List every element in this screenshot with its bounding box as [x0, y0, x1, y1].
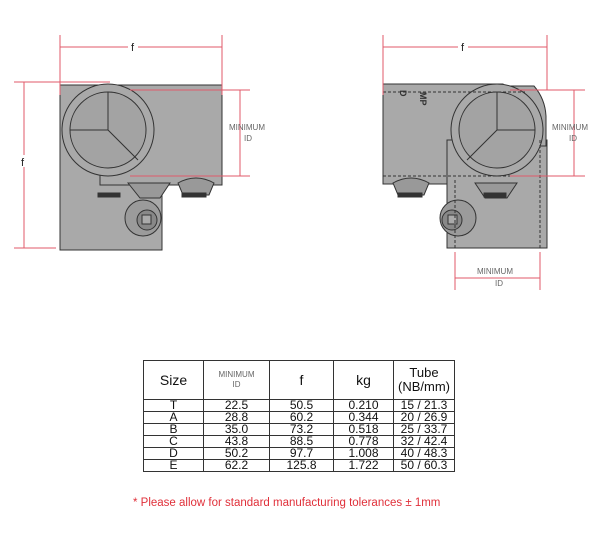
header-min-id: MINIMUM ID	[203, 360, 270, 400]
min-id-bottom-label: MINIMUM	[477, 267, 513, 276]
table-row: A 28.8 60.2 0.344 20 / 26.9	[143, 411, 455, 424]
table-row: C 43.8 88.5 0.778 32 / 42.4	[143, 435, 455, 448]
min-id-side-label-id: ID	[569, 134, 577, 143]
dimension-f-side: f	[21, 157, 25, 169]
cell-kg: 1.722	[333, 459, 394, 472]
tolerance-note: * Please allow for standard manufacturin…	[133, 497, 441, 509]
header-tube: Tube (NB/mm)	[393, 360, 455, 400]
cell-f: 73.2	[269, 423, 334, 436]
table-header-row: Size MINIMUM ID f kg Tube (NB/mm)	[143, 360, 455, 400]
spec-table-container: Size MINIMUM ID f kg Tube (NB/mm) T 22.5…	[143, 360, 455, 472]
cell-tube: 32 / 42.4	[393, 435, 455, 448]
cell-f: 125.8	[269, 459, 334, 472]
cell-tube: 50 / 60.3	[393, 459, 455, 472]
cell-min-id: 62.2	[203, 459, 270, 472]
fitting-body	[59, 83, 223, 251]
cell-kg: 0.210	[333, 399, 394, 412]
header-f: f	[269, 360, 334, 400]
stamp-text-d: D	[398, 90, 408, 97]
cell-min-id: 50.2	[203, 447, 270, 460]
dimension-f-top: f	[131, 42, 135, 54]
min-id-label: MINIMUM	[229, 123, 265, 132]
min-id-side-label: MINIMUM	[552, 123, 588, 132]
cell-kg: 1.008	[333, 447, 394, 460]
header-min-id-line2: ID	[232, 380, 241, 389]
table-row: E 62.2 125.8 1.722 50 / 60.3	[143, 459, 455, 472]
header-kg: kg	[333, 360, 394, 400]
table-row: D 50.2 97.7 1.008 40 / 48.3	[143, 447, 455, 460]
cell-size: E	[143, 459, 204, 472]
table-row: B 35.0 73.2 0.518 25 / 33.7	[143, 423, 455, 436]
stamp-text: MP	[418, 92, 428, 106]
cell-f: 88.5	[269, 435, 334, 448]
cell-tube: 20 / 26.9	[393, 411, 455, 424]
min-id-label-id: ID	[244, 134, 252, 143]
right-fitting-diagram: MP D f MINIMUM ID MINIMUM ID	[382, 35, 588, 290]
cell-tube: 40 / 48.3	[393, 447, 455, 460]
table-row: T 22.5 50.5 0.210 15 / 21.3	[143, 399, 455, 412]
header-size: Size	[143, 360, 204, 400]
fitting-body	[382, 83, 548, 249]
min-id-bottom-label-id: ID	[495, 279, 503, 288]
dimension-f-top: f	[461, 42, 465, 54]
header-tube-line2: (NB/mm)	[398, 379, 450, 394]
header-min-id-line1: MINIMUM	[218, 370, 255, 379]
header-tube-line1: Tube	[409, 365, 439, 380]
cell-tube: 25 / 33.7	[393, 423, 455, 436]
spec-table: Size MINIMUM ID f kg Tube (NB/mm) T 22.5…	[143, 360, 455, 472]
left-fitting-diagram: f f MINIMUM ID	[14, 35, 265, 251]
cell-kg: 0.778	[333, 435, 394, 448]
cell-min-id: 43.8	[203, 435, 270, 448]
